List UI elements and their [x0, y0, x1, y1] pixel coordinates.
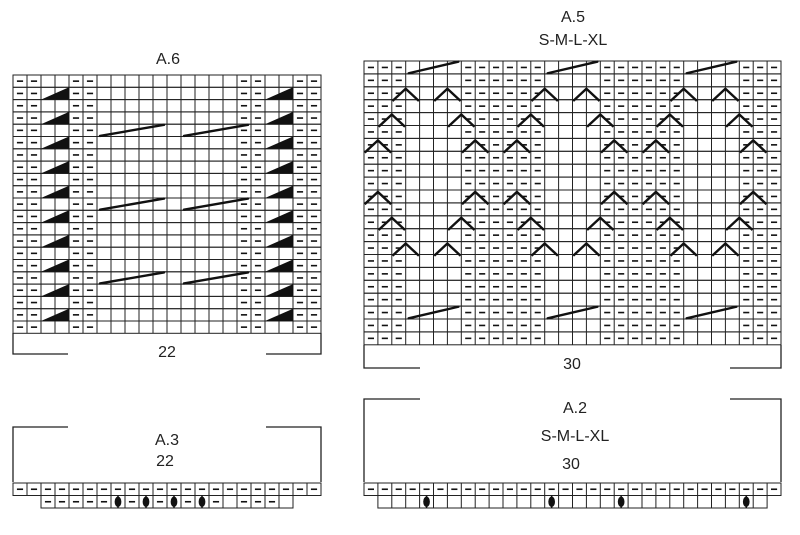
cable-symbol: [182, 271, 250, 285]
chevron-symbol: [669, 242, 698, 257]
chevron-symbol: [530, 242, 559, 257]
cable-symbol: [685, 60, 738, 75]
chart-a6: A.6 22: [12, 51, 322, 361]
chevron-symbol: [530, 87, 559, 102]
chart-a2-width-bracket: [363, 398, 782, 482]
decrease-triangle-symbol: [265, 284, 293, 297]
chart-a3: A.3 22: [12, 426, 322, 509]
chevron-symbol: [363, 139, 392, 154]
chevron-symbol: [586, 113, 615, 128]
cable-symbol: [182, 197, 250, 211]
chevron-symbol: [725, 216, 754, 231]
chart-a3-grid: [12, 482, 322, 509]
bead-symbol: [617, 496, 625, 507]
decrease-triangle-symbol: [41, 87, 69, 100]
chevron-symbol: [377, 113, 406, 128]
chevron-symbol: [391, 87, 420, 102]
chevron-symbol: [600, 190, 629, 206]
chevron-symbol: [461, 190, 490, 206]
chevron-symbol: [572, 242, 601, 257]
bead-symbol: [142, 496, 150, 507]
decrease-triangle-symbol: [41, 161, 69, 174]
decrease-triangle-symbol: [265, 308, 293, 321]
chevron-symbol: [433, 242, 462, 257]
chart-a3-width-label: 22: [156, 453, 174, 470]
bead-symbol: [114, 496, 122, 507]
chart-a2-title: A.2: [563, 400, 587, 417]
bead-symbol: [548, 496, 555, 507]
cable-symbol: [98, 197, 166, 211]
cable-symbol: [546, 60, 599, 75]
decrease-triangle-symbol: [265, 259, 293, 272]
chart-a3-width-bracket: [12, 426, 322, 482]
chevron-symbol: [516, 113, 545, 128]
chevron-symbol: [655, 113, 684, 128]
decrease-triangle-symbol: [265, 185, 293, 198]
decrease-triangle-symbol: [41, 308, 69, 321]
chevron-symbol: [363, 190, 392, 206]
chart-a5-width-bracket: [363, 345, 782, 369]
chevron-symbol: [516, 216, 545, 231]
bead-symbol: [423, 496, 430, 507]
chevron-symbol: [655, 216, 684, 231]
chart-a2: A.2 S-M-L-XL 30: [363, 398, 782, 509]
decrease-triangle-symbol: [41, 259, 69, 272]
chart-a6-title: A.6: [156, 51, 180, 68]
cable-symbol: [182, 123, 250, 138]
chevron-symbol: [669, 87, 698, 102]
cable-symbol: [685, 305, 738, 320]
chevron-symbol: [502, 139, 531, 154]
chart-a2-grid: [363, 482, 782, 509]
chevron-symbol: [739, 139, 768, 154]
chart-a5-width-label: 30: [563, 356, 581, 373]
chevron-symbol: [586, 216, 615, 231]
chevron-symbol: [641, 190, 670, 206]
chevron-symbol: [391, 242, 420, 257]
cable-symbol: [98, 123, 166, 138]
bead-symbol: [198, 496, 206, 507]
decrease-triangle-symbol: [41, 111, 69, 125]
chevron-symbol: [739, 190, 768, 206]
decrease-triangle-symbol: [41, 284, 69, 297]
cable-symbol: [407, 305, 460, 320]
chart-a3-title: A.3: [155, 432, 179, 449]
decrease-triangle-symbol: [41, 210, 69, 223]
chart-a6-grid: [12, 74, 322, 334]
chart-a5-title: A.5: [561, 9, 585, 26]
chart-a6-width-bracket: [12, 333, 322, 355]
chart-a2-size-label: S-M-L-XL: [541, 428, 610, 445]
chevron-symbol: [447, 216, 476, 231]
decrease-triangle-symbol: [265, 136, 293, 149]
bead-symbol: [742, 496, 750, 507]
decrease-triangle-symbol: [41, 185, 69, 198]
decrease-triangle-symbol: [265, 161, 293, 174]
decrease-triangle-symbol: [265, 210, 293, 223]
decrease-triangle-symbol: [265, 111, 293, 125]
chart-a5-size-label: S-M-L-XL: [539, 32, 608, 49]
chevron-symbol: [377, 216, 406, 231]
chart-a5: A.5 S-M-L-XL 30: [363, 9, 782, 373]
chart-a6-width-label: 22: [158, 344, 176, 361]
cable-symbol: [407, 60, 460, 75]
decrease-triangle-symbol: [41, 136, 69, 149]
chevron-symbol: [502, 190, 531, 206]
decrease-triangle-symbol: [265, 234, 293, 248]
chart-a5-grid: [363, 60, 782, 346]
bead-symbol: [170, 496, 178, 507]
chevron-symbol: [600, 139, 629, 154]
chart-a2-width-label: 30: [562, 456, 580, 473]
chevron-symbol: [711, 87, 740, 102]
cable-symbol: [546, 305, 599, 320]
cable-symbol: [98, 271, 166, 285]
chevron-symbol: [461, 139, 490, 154]
chevron-symbol: [641, 139, 670, 154]
chevron-symbol: [572, 87, 601, 102]
decrease-triangle-symbol: [41, 234, 69, 248]
chevron-symbol: [725, 113, 754, 128]
chevron-symbol: [711, 242, 740, 257]
chevron-symbol: [447, 113, 476, 128]
chevron-symbol: [433, 87, 462, 102]
decrease-triangle-symbol: [265, 87, 293, 100]
